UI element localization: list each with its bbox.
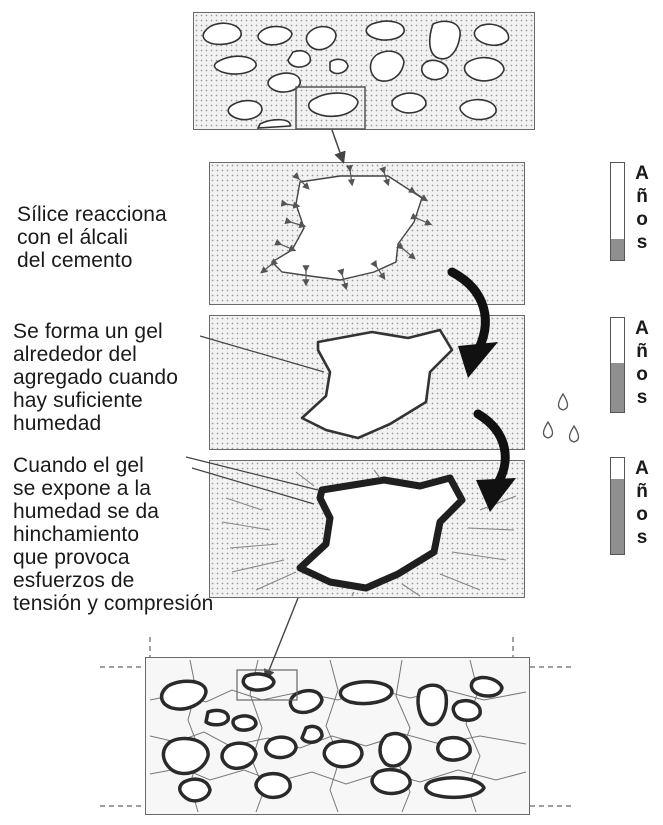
leader-gel <box>199 335 325 373</box>
years-scale-1 <box>610 162 625 261</box>
water-drops-icon <box>542 392 580 443</box>
zoom-arrow-top <box>331 129 346 164</box>
zoom-box-final <box>236 669 298 701</box>
stress-lines <box>221 469 517 597</box>
years-scale-1-fill <box>611 238 624 260</box>
gel-ring-thin <box>300 328 454 440</box>
gel-ring-thick <box>296 474 466 592</box>
progress-arrow-2-head <box>476 478 516 512</box>
progress-arrow-1-head <box>458 342 498 378</box>
expansion-arrows <box>260 164 433 291</box>
years-scale-3-fill <box>611 479 624 554</box>
years-scale-3 <box>610 457 625 555</box>
progress-arrow-2 <box>473 409 510 491</box>
aggregates-cracked <box>159 672 504 803</box>
years-scale-2 <box>610 317 625 413</box>
years-scale-2-fill <box>611 363 624 412</box>
dashed-extension-lines <box>100 637 572 807</box>
zoom-box-initial <box>295 86 366 130</box>
aggregate-reaction <box>270 175 423 281</box>
leader-expansion <box>185 456 319 491</box>
progress-arrow-1 <box>447 267 490 359</box>
aggregates-initial <box>202 20 510 129</box>
zoom-arrow-bottom <box>263 597 299 681</box>
leader-expansion-2 <box>191 467 315 505</box>
